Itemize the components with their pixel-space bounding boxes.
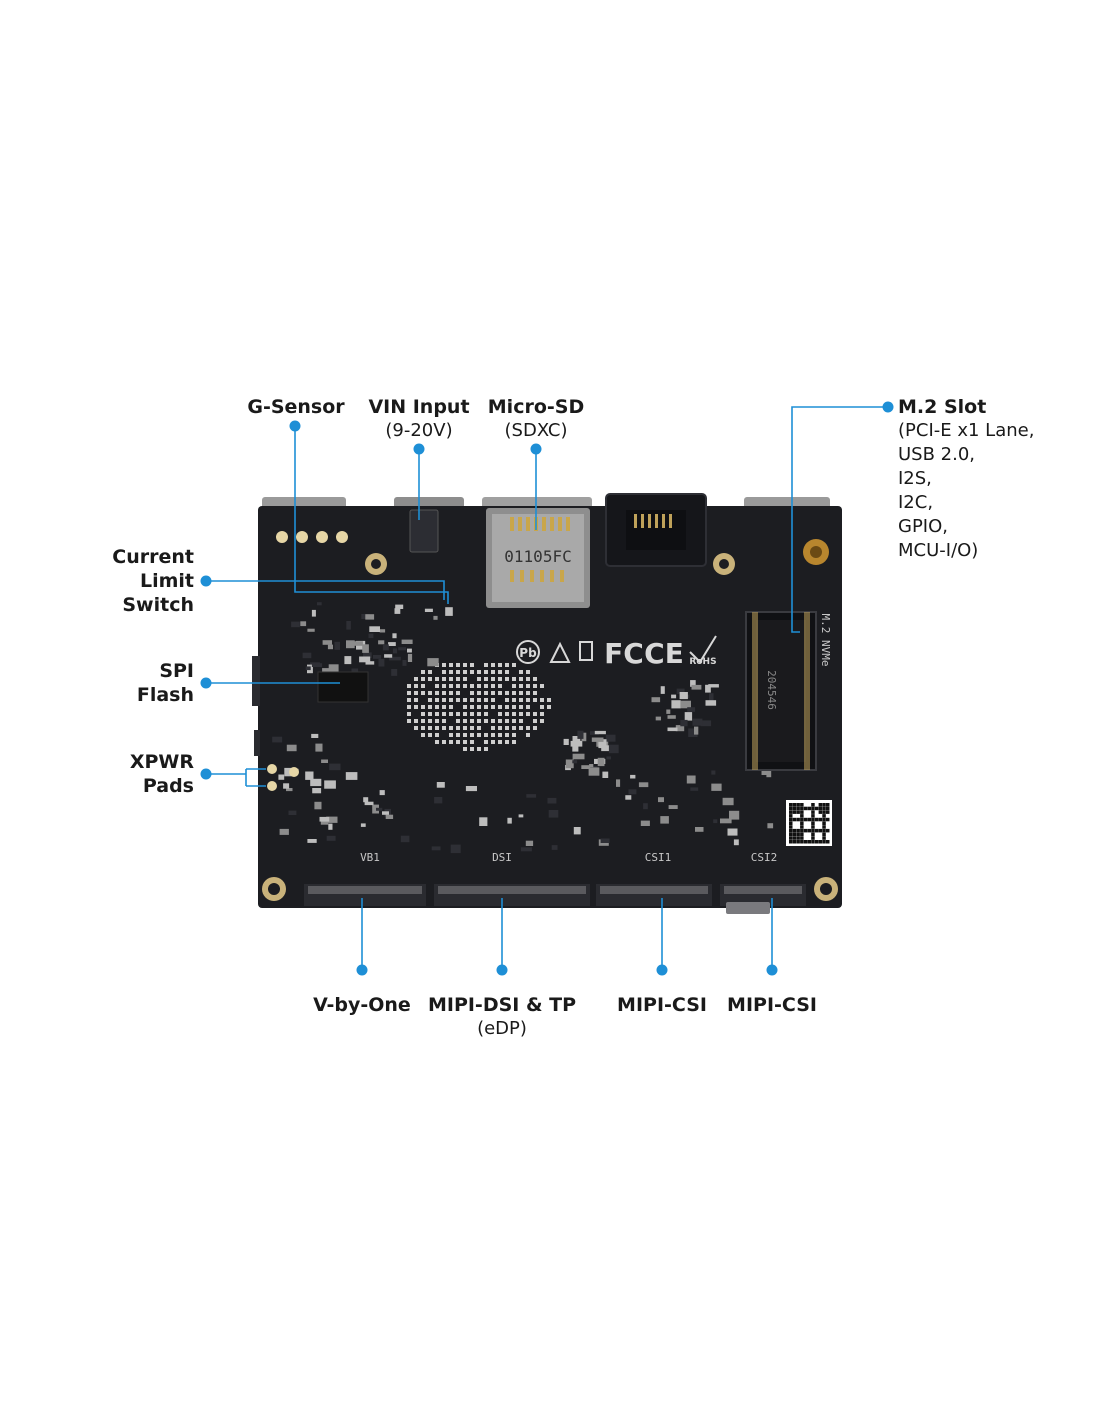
mipi-csi-2-title: MIPI-CSI — [727, 994, 817, 1016]
m2-slot-line: I2C, — [898, 492, 934, 513]
mipi-dsi-tp-label: MIPI-DSI & TP (eDP) — [428, 993, 576, 1041]
ethernet-jack — [605, 493, 707, 567]
micro-sd-label: Micro-SD (SDXC) — [488, 395, 584, 443]
m2-slot-label: M.2 Slot (PCI-E x1 Lane, USB 2.0, I2S, I… — [898, 395, 1034, 563]
spi-flash-label: SPI Flash — [137, 659, 194, 707]
spi-flash-line: SPI — [159, 660, 194, 682]
m2-slot-marking: 204546 — [765, 670, 778, 710]
m2-slot-line: GPIO, — [898, 516, 949, 537]
micro-sd-slot — [486, 508, 590, 608]
callout-dots — [200, 401, 894, 976]
xpwr-pads-line: XPWR — [129, 751, 194, 773]
current-limit-switch-label: Current Limit Switch — [112, 545, 194, 617]
xpwr-pads-label: XPWR Pads — [130, 750, 194, 798]
pb-free-mark: Pb — [519, 646, 537, 660]
mipi-dsi-tp-title: MIPI-DSI & TP — [427, 994, 577, 1016]
g-sensor-title: G-Sensor — [247, 396, 345, 418]
mipi-csi-1-title: MIPI-CSI — [617, 994, 707, 1016]
gold-pads — [276, 531, 348, 543]
m2-slot-line: USB 2.0, — [898, 444, 976, 465]
current-limit-line: Limit — [139, 570, 194, 592]
soc-bga-area — [407, 663, 551, 751]
sd-slot-marking: 01105FC — [504, 547, 571, 566]
xpwr-pads-line: Pads — [142, 775, 194, 797]
m2-nvme-silkscreen: M.2 NVMe — [819, 614, 832, 667]
micro-sd-type: (SDXC) — [504, 420, 568, 441]
smd-components — [272, 602, 774, 854]
xpwr-pad-dots — [267, 764, 299, 791]
ce-mark: CE — [644, 637, 684, 670]
certification-marks — [516, 635, 717, 664]
fcc-mark: FC — [604, 637, 644, 670]
mounting-holes — [262, 539, 838, 901]
m2-slot-line: (PCI-E x1 Lane, — [898, 420, 1035, 441]
vb1-silkscreen: VB1 — [360, 851, 380, 864]
current-limit-line: Current — [112, 546, 194, 568]
v-by-one-label: V-by-One — [313, 993, 411, 1017]
mipi-csi-2-label: MIPI-CSI — [727, 993, 817, 1017]
current-limit-line: Switch — [122, 594, 194, 616]
spi-flash-chip — [317, 671, 369, 703]
rohs-mark: RoHS — [689, 657, 716, 667]
xpwr-leader — [206, 768, 266, 787]
m2-slot-connector — [745, 611, 817, 771]
mipi-dsi-tp-sub: (eDP) — [477, 1018, 527, 1039]
callout-lines — [206, 406, 888, 970]
current-limit-leader — [206, 580, 445, 600]
csi1-silkscreen: CSI1 — [645, 851, 672, 864]
qr-code — [786, 800, 832, 846]
g-sensor-leader — [294, 426, 449, 604]
mipi-csi-1-label: MIPI-CSI — [617, 993, 707, 1017]
bottom-fpc-connectors — [304, 884, 806, 914]
vin-input-label: VIN Input (9-20V) — [368, 395, 469, 443]
csi2-silkscreen: CSI2 — [751, 851, 778, 864]
m2-slot-title: M.2 Slot — [898, 396, 987, 418]
vin-input-range: (9-20V) — [385, 420, 453, 441]
v-by-one-title: V-by-One — [313, 994, 411, 1016]
m2-slot-line: MCU-I/O) — [898, 540, 979, 561]
spi-flash-line: Flash — [136, 684, 194, 706]
g-sensor-label: G-Sensor — [247, 395, 344, 419]
vin-connector — [409, 509, 439, 553]
vin-input-title: VIN Input — [368, 396, 470, 418]
dsi-silkscreen: DSI — [492, 851, 512, 864]
m2-slot-line: I2S, — [898, 468, 932, 489]
m2-slot-leader — [791, 406, 888, 633]
micro-sd-title: Micro-SD — [487, 396, 585, 418]
